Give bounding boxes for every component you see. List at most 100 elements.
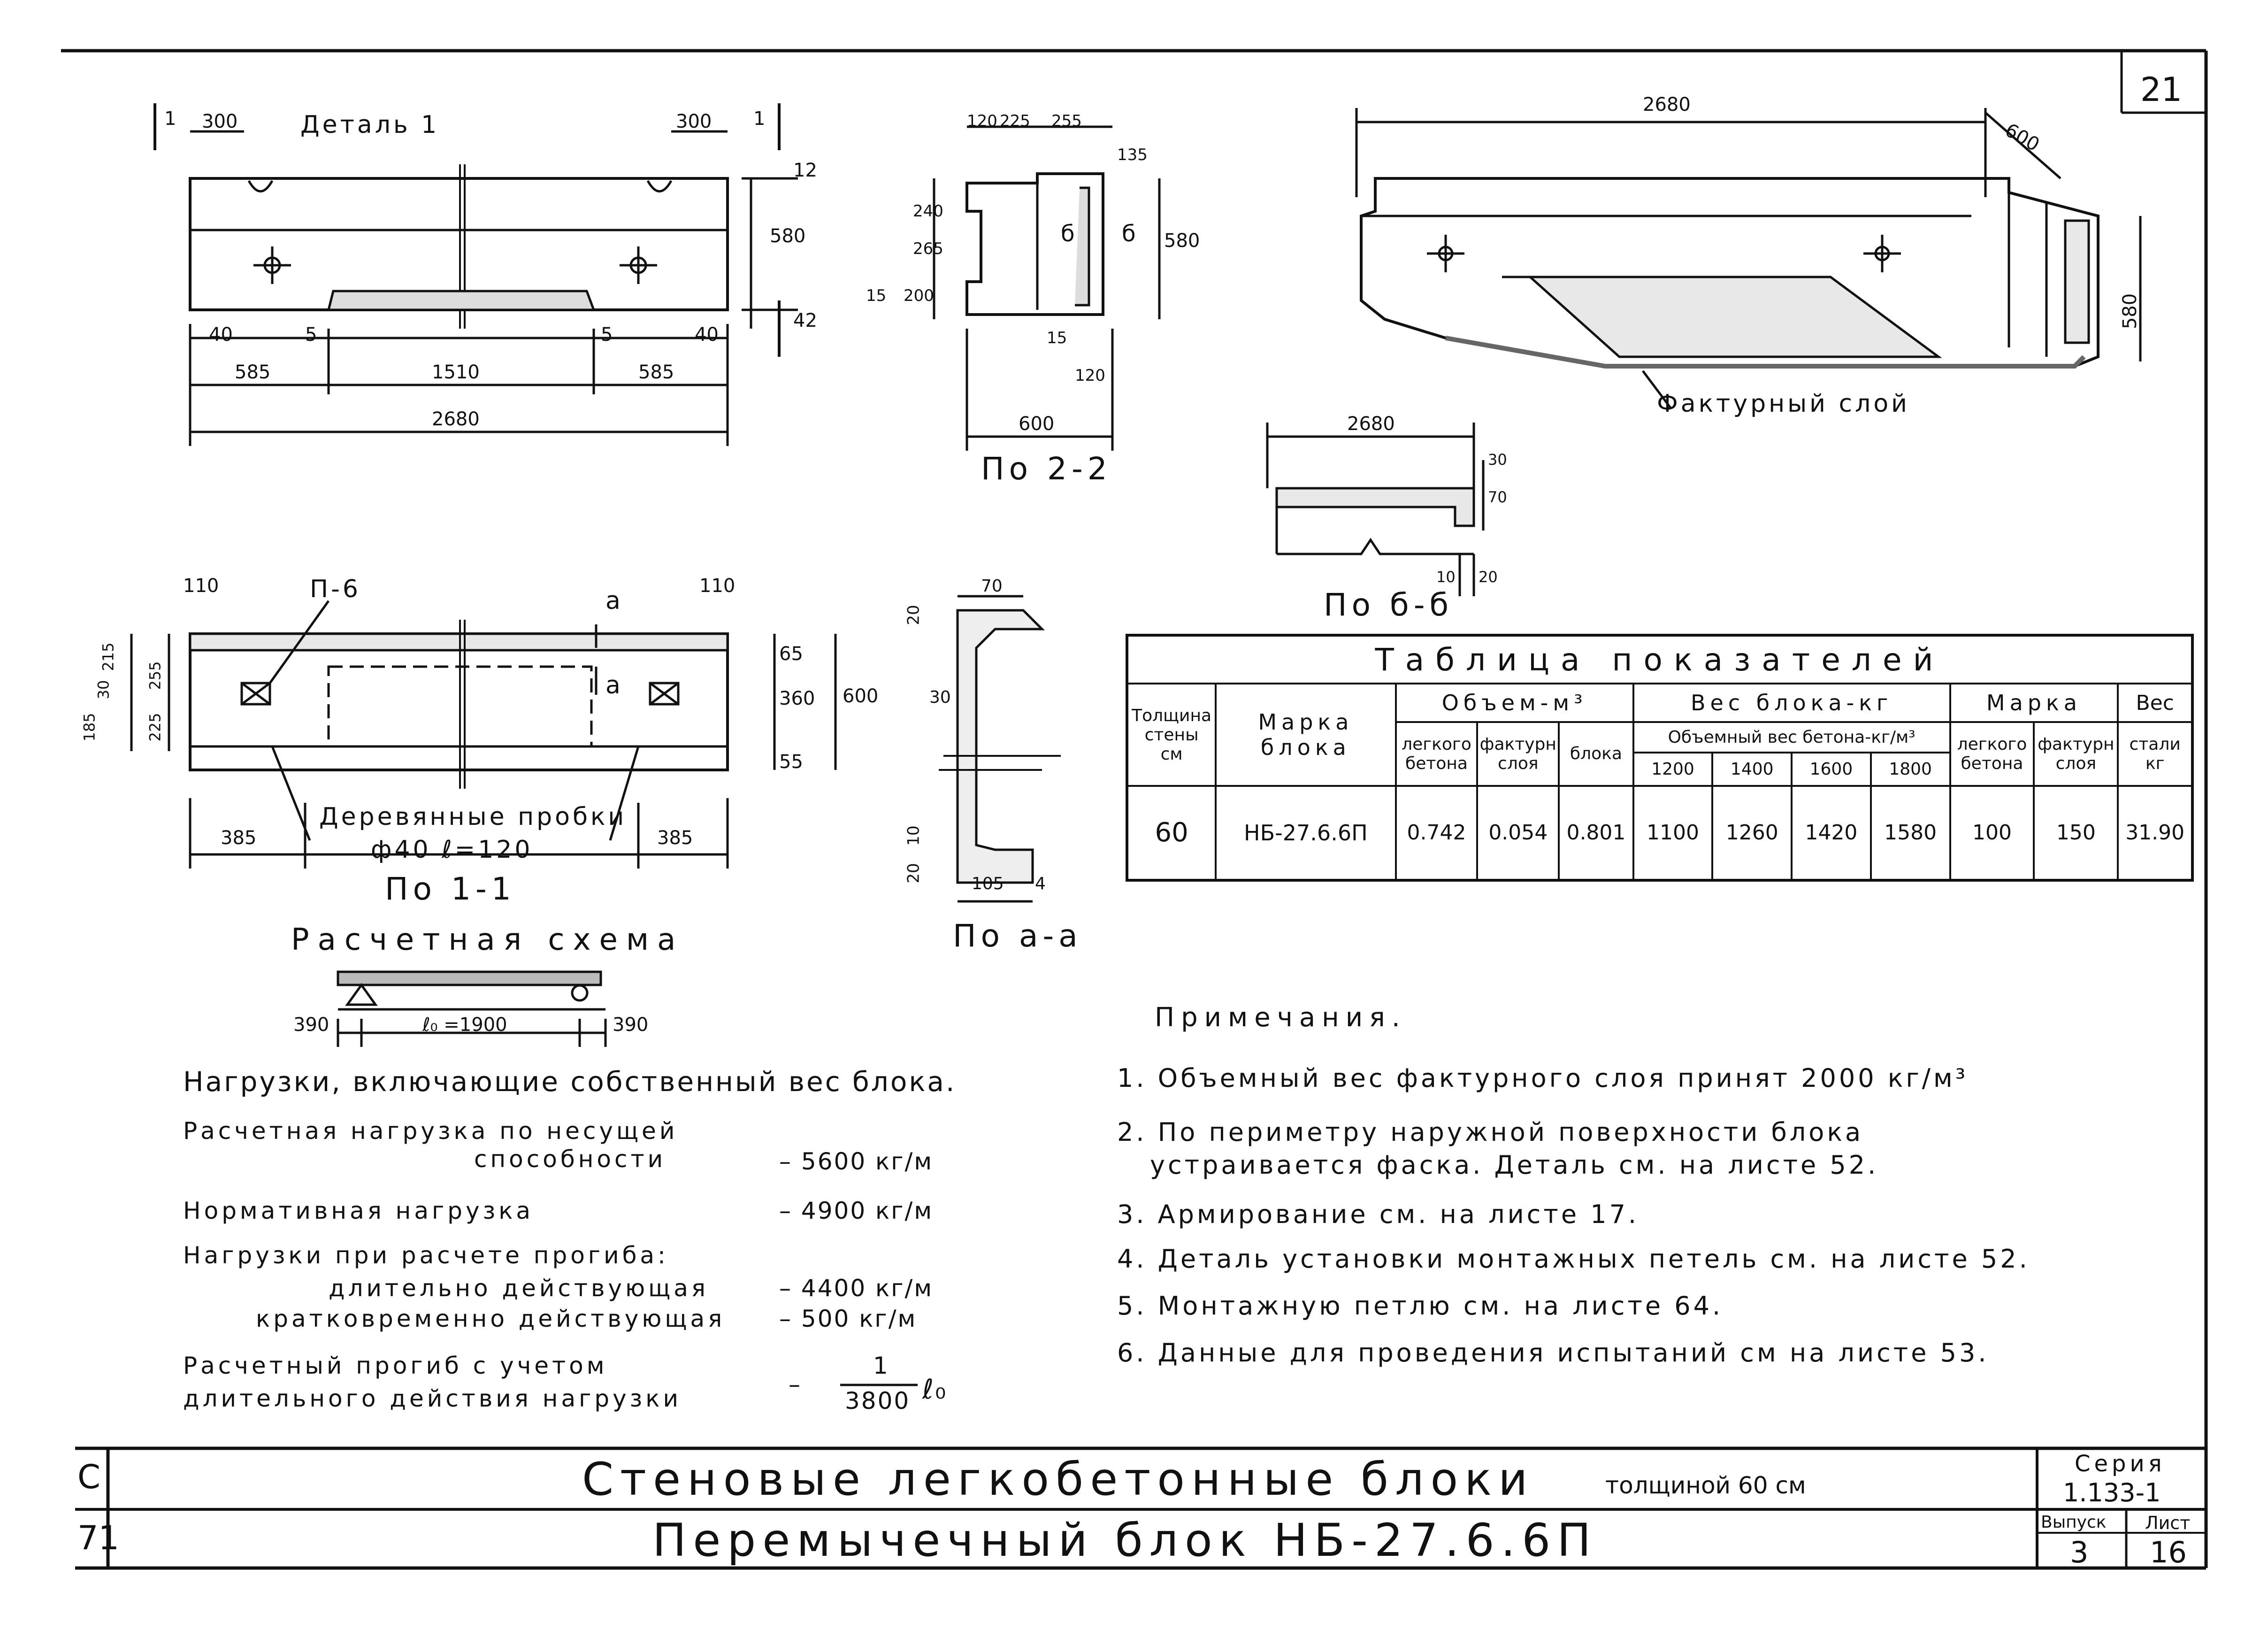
cell-w1600: 1420	[1791, 784, 1872, 882]
stamp-series-label: Серия	[2075, 1451, 2166, 1477]
isometric-view	[1355, 108, 2142, 409]
th-weight-1600: 1600	[1791, 752, 1872, 787]
loads-value-4: – 4400 кг/м	[779, 1275, 934, 1302]
cell-w1800: 1580	[1870, 784, 1951, 882]
secbb-dim-10: 10	[1436, 568, 1456, 586]
calculation-scheme	[337, 970, 607, 1047]
note-4: 4. Деталь установки монтажных петель см.…	[1117, 1244, 2030, 1274]
scheme-dim-390-right: 390	[613, 1014, 649, 1036]
section-a-a	[939, 595, 1061, 903]
notes-heading: Примечания.	[1155, 1002, 1407, 1033]
loads-row-1b: способности	[474, 1146, 667, 1173]
cell-grade-fact: 150	[2033, 784, 2119, 882]
loads-row-6a: Расчетный прогиб с учетом	[183, 1352, 608, 1379]
dim-2680: 2680	[432, 408, 480, 430]
loads-value-2: – 4900 кг/м	[779, 1197, 934, 1224]
section-2-2	[933, 125, 1161, 451]
title-block-frame	[75, 1446, 2206, 1570]
cell-w1200: 1100	[1632, 784, 1714, 882]
cell-grade-light: 100	[1949, 784, 2035, 882]
sec22-dim-240: 240	[913, 202, 943, 221]
dim-300-right: 300	[676, 111, 712, 132]
plan-dim-385-left: 385	[221, 827, 257, 849]
cell-steel: 31.90	[2117, 784, 2193, 882]
secbb-caption: По б-б	[1324, 587, 1454, 623]
plan-mark-a2: а	[605, 671, 623, 700]
secbb-dim-2680: 2680	[1347, 413, 1395, 435]
secaa-dim-30: 30	[929, 688, 951, 707]
loads-row-1a: Расчетная нагрузка по несущей	[183, 1117, 678, 1145]
plan-mark-a: а	[605, 587, 623, 615]
cell-thickness: 60	[1126, 784, 1217, 882]
note-5: 5. Монтажную петлю см. на листе 64.	[1117, 1291, 1724, 1321]
stamp-issue-label: Выпуск	[2041, 1513, 2107, 1532]
stamp-issue-value: 3	[2070, 1535, 2089, 1569]
sec22-caption: По 2-2	[981, 451, 1112, 487]
dim-585-right: 585	[638, 361, 674, 383]
stamp-title-block: Перемычечный блок НБ-27.6.6П	[652, 1514, 1598, 1567]
loads-value-6-l: ℓ₀	[922, 1373, 948, 1405]
plan-dim-225: 225	[146, 713, 164, 742]
table-title: Таблица показателей	[1126, 634, 2193, 685]
dim-580: 580	[770, 225, 806, 247]
stamp-left-mark-2: 71	[77, 1519, 120, 1557]
stamp-left-mark-1: С	[77, 1458, 100, 1496]
loads-value-6-dash: –	[789, 1371, 802, 1398]
th-steel-1: Вес	[2117, 683, 2193, 723]
plan-plugs-size: ф40 ℓ=120	[371, 836, 533, 864]
th-weight: Вес блока-кг	[1632, 683, 1951, 723]
dim-585-left: 585	[235, 361, 271, 383]
loads-heading: Нагрузки, включающие собственный вес бло…	[183, 1066, 957, 1098]
loads-row-3: Нагрузки при расчете прогиба:	[183, 1242, 669, 1269]
plan-dim-110-right: 110	[699, 575, 736, 597]
plan-dim-110-left: 110	[183, 575, 219, 597]
section-mark-left: 1	[164, 108, 176, 130]
plan-dim-55: 55	[779, 751, 803, 773]
dim-40-right: 40	[695, 324, 719, 346]
loads-value-1: – 5600 кг/м	[779, 1148, 934, 1175]
sec22-dim-265: 265	[913, 239, 943, 258]
note-2a: 2. По периметру наружной поверхности бло…	[1117, 1117, 1864, 1147]
plan-dim-215: 215	[99, 642, 117, 671]
cell-mark: НБ-27.6.6П	[1215, 784, 1397, 882]
plan-caption: По 1-1	[385, 871, 516, 907]
th-grade: Марка	[1949, 683, 2119, 723]
cell-vol-fact: 0.054	[1476, 784, 1560, 882]
plan-label-p6: П-6	[310, 575, 361, 603]
sec22-mark-b1: б	[1061, 221, 1075, 247]
loads-value-6-num: 1	[873, 1352, 889, 1379]
loads-row-6b: длительного действия нагрузки	[183, 1385, 682, 1412]
sec22-dim-200: 200	[904, 286, 934, 305]
plan-plugs-label: Деревянные пробки	[319, 803, 627, 831]
th-volume: Объем-м³	[1395, 683, 1634, 723]
detail-label: Деталь 1	[300, 111, 440, 139]
stamp-sheet-label: Лист	[2145, 1513, 2191, 1533]
loads-row-4: длительно действующая	[329, 1275, 709, 1302]
sec22-dim-580: 580	[1164, 230, 1200, 252]
note-1: 1. Объемный вес фактурного слоя принят 2…	[1117, 1063, 1969, 1093]
dim-40-left: 40	[209, 324, 233, 346]
sec22-dim-120: 120	[967, 112, 997, 131]
cell-vol-block: 0.801	[1558, 784, 1634, 882]
loads-row-5: кратковременно действующая	[256, 1305, 726, 1332]
th-weight-1800: 1800	[1870, 752, 1951, 787]
secbb-dim-20: 20	[1479, 568, 1498, 586]
plan-dim-360: 360	[779, 688, 815, 709]
dim-42: 42	[793, 310, 817, 331]
sec22-dim-135: 135	[1117, 146, 1148, 164]
th-weight-1200: 1200	[1632, 752, 1714, 787]
secaa-dim-70: 70	[981, 577, 1003, 596]
dim-5-left: 5	[305, 324, 317, 346]
plan-dim-65: 65	[779, 643, 803, 665]
sec22-dim-15: 15	[866, 286, 887, 305]
iso-layer-label: Фактурный слой	[1657, 390, 1910, 418]
